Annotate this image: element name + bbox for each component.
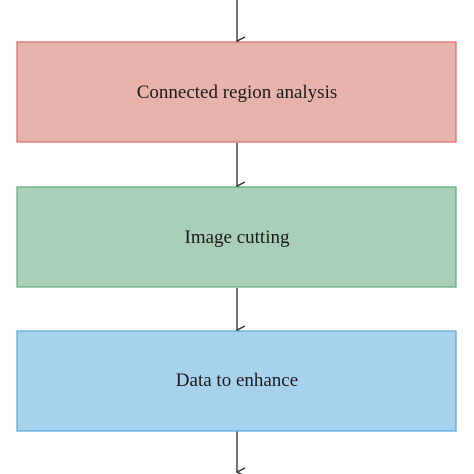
step-box [16,41,457,143]
step-box [16,186,457,288]
step-connected-region-analysis: Connected region analysis [16,41,457,143]
step-data-to-enhance: Data to enhance [16,330,457,432]
step-image-cutting: Image cutting [16,186,457,288]
step-label: Image cutting [185,227,290,248]
step-box [16,330,457,432]
step-label: Data to enhance [176,370,298,391]
step-label: Connected region analysis [137,82,338,103]
